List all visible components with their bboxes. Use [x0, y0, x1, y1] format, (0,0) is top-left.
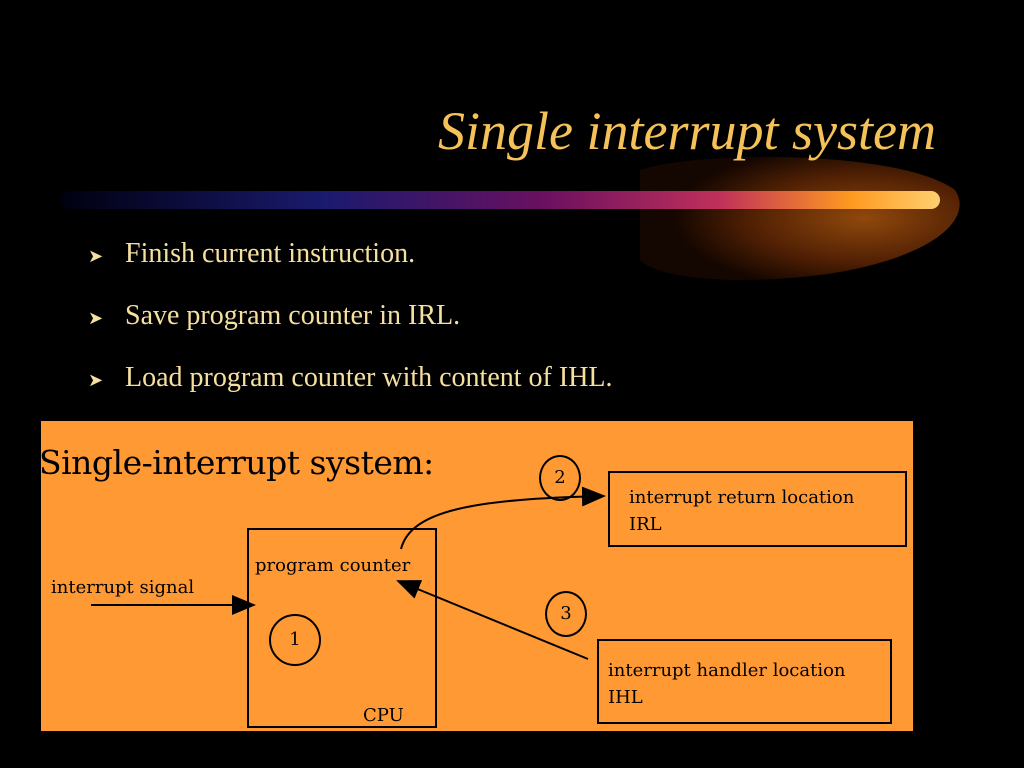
- irl-box: [608, 471, 907, 547]
- save-pc-arrow: [400, 486, 606, 550]
- interrupt-signal-label: interrupt signal: [51, 577, 195, 598]
- program-counter-label: program counter: [255, 555, 411, 576]
- cpu-box: [247, 528, 437, 728]
- diagram-arrows: [91, 486, 606, 660]
- ihl-label: interrupt handler location: [608, 660, 846, 681]
- irl-abbrev: IRL: [629, 514, 662, 535]
- ihl-box: [597, 639, 892, 724]
- bullet-text: Finish current instruction.: [125, 238, 416, 269]
- interrupt-diagram: Single-interrupt system: interrupt retur…: [41, 421, 913, 731]
- cpu-label: CPU: [363, 705, 404, 726]
- decorative-swoosh: [60, 156, 960, 280]
- step-2-circle: 2: [539, 455, 581, 501]
- ihl-abbrev: IHL: [608, 687, 643, 708]
- diagram-heading: Single-interrupt system:: [41, 443, 434, 482]
- arrow-bullet-icon: ➤: [88, 246, 104, 266]
- irl-label: interrupt return location: [629, 487, 855, 508]
- arrow-bullet-icon: ➤: [88, 308, 104, 328]
- load-pc-arrow: [396, 580, 589, 660]
- arrow-bullet-icon: ➤: [88, 370, 104, 390]
- slide-title: Single interrupt system: [438, 101, 936, 161]
- step-3-circle: 3: [545, 591, 587, 637]
- bullet-text: Save program counter in IRL.: [125, 300, 461, 331]
- bullet-text: Load program counter with content of IHL…: [125, 362, 613, 393]
- step-1-circle: 1: [269, 614, 321, 666]
